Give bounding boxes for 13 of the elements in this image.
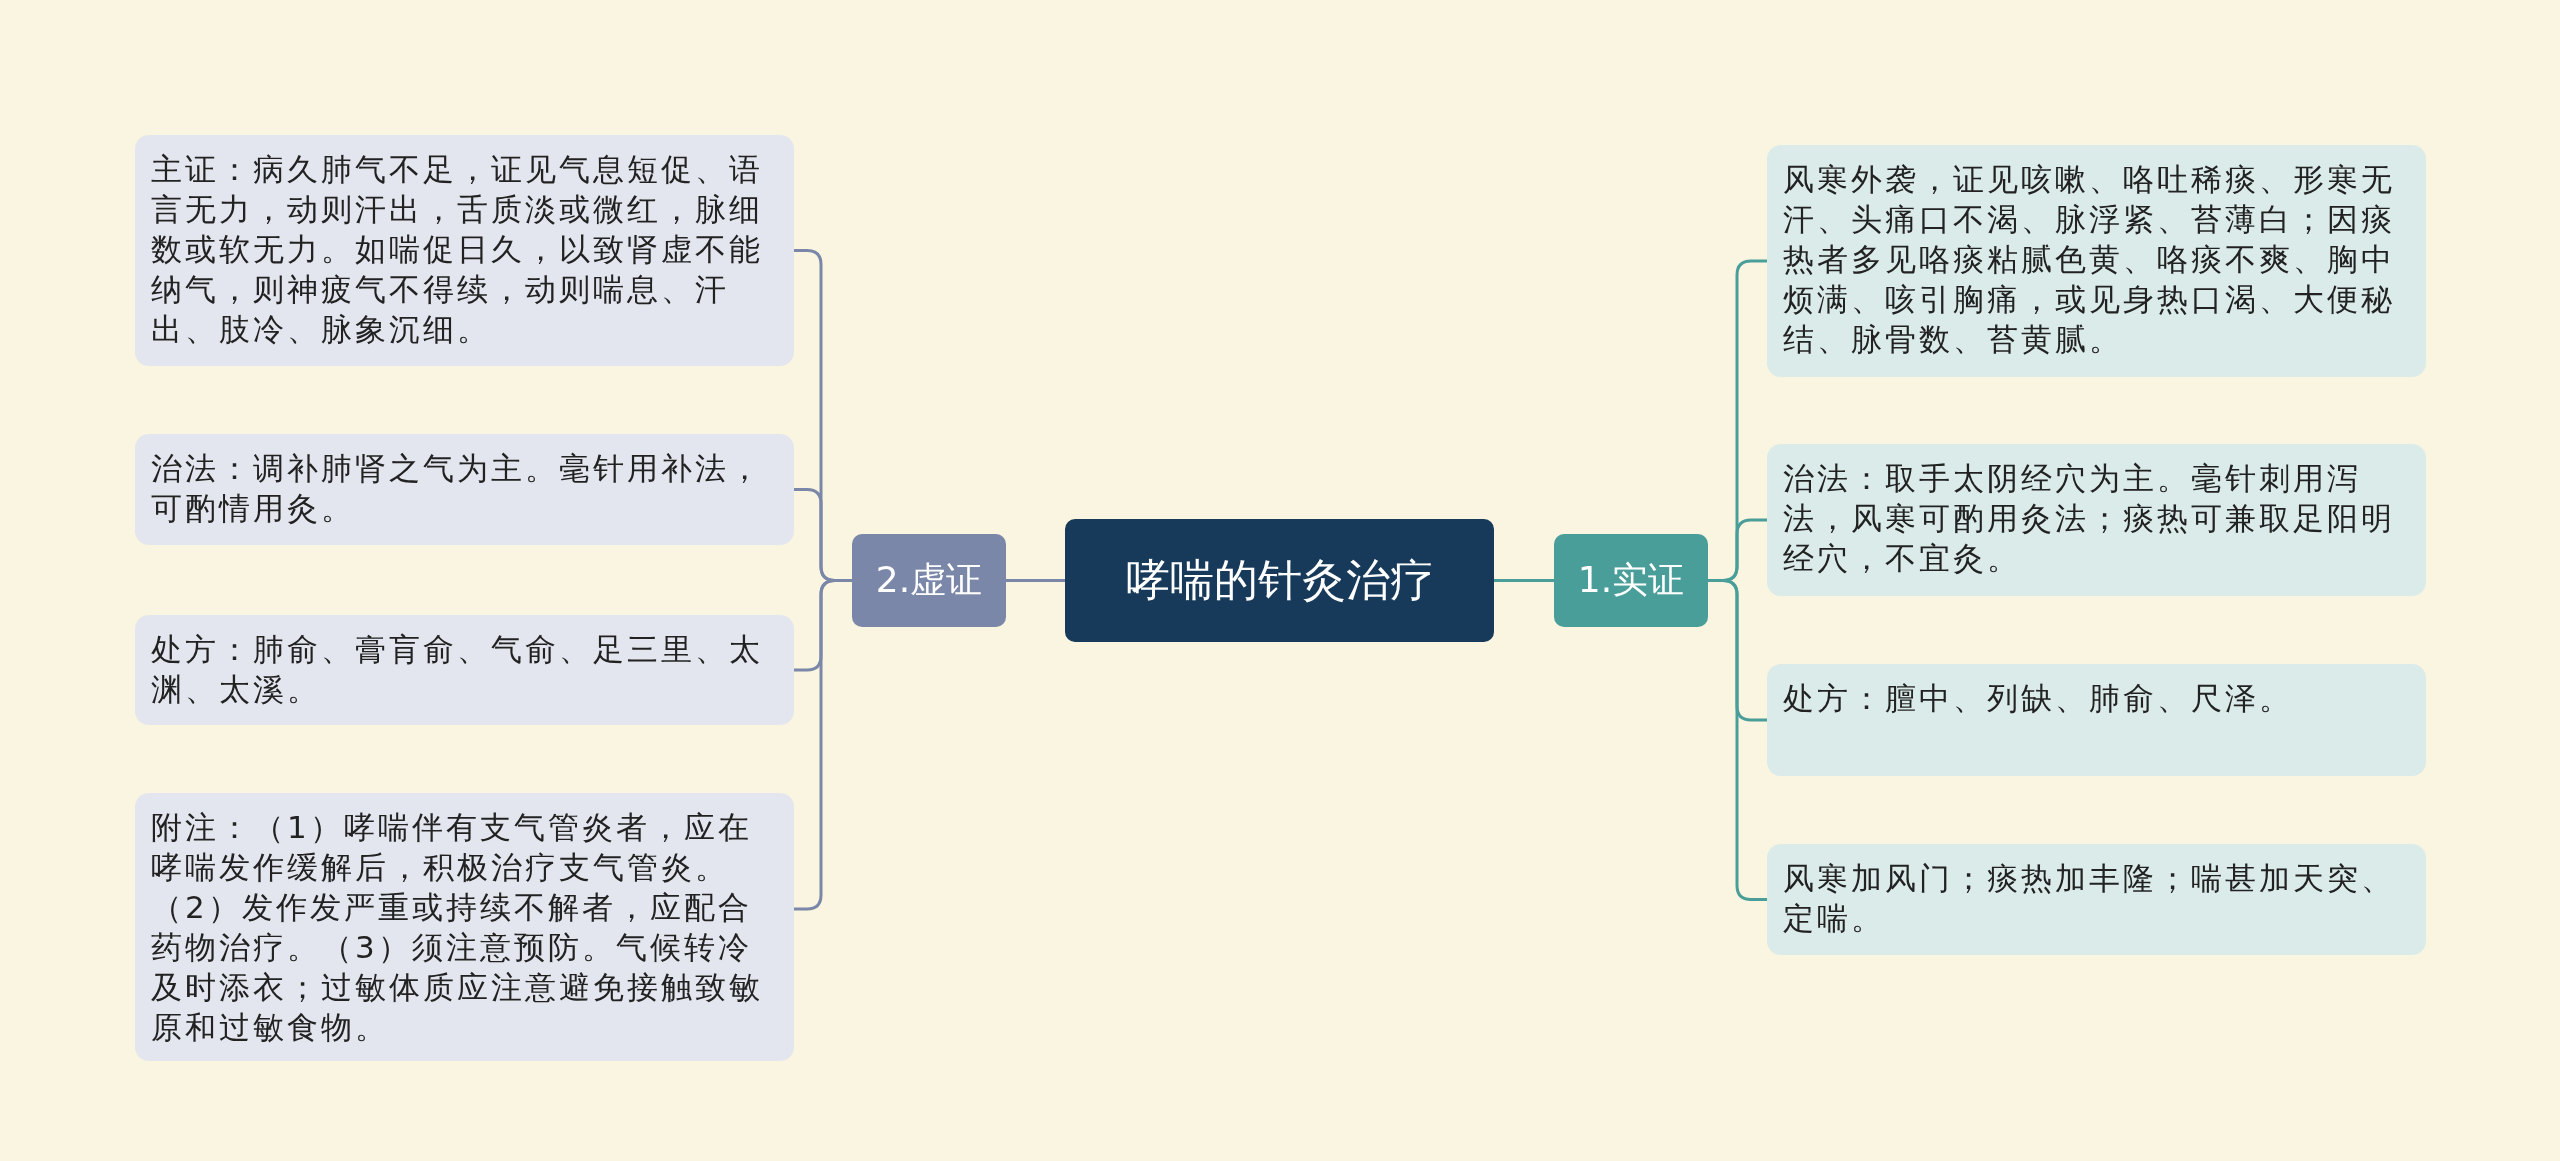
branch-topic-box: 1.实证 [1554, 534, 1708, 627]
root-topic-box: 哮喘的针灸治疗 [1065, 519, 1494, 642]
subtopic-box: 主证：病久肺气不足，证见气息短促、语言无力，动则汗出，舌质淡或微红，脉细数或软无力。如喘促日久，以致肾虚不能纳气，则神疲气不得续，动则喘息、汗出、肢冷、脉象沉细。 [135, 135, 794, 366]
subtopic-box: 治法：取手太阴经穴为主。毫针刺用泻法，风寒可酌用灸法；痰热可兼取足阳明经穴，不宜灸。 [1767, 444, 2426, 596]
subtopic-box: 治法：调补肺肾之气为主。毫针用补法，可酌情用灸。 [135, 434, 794, 545]
subtopic-box: 处方：膻中、列缺、肺俞、尺泽。 [1767, 664, 2426, 776]
connector-line [1006, 579, 1065, 582]
connector-line [1494, 579, 1554, 582]
branch-topic-box: 2.虚证 [852, 534, 1006, 627]
subtopic-box: 处方：肺俞、膏肓俞、气俞、足三里、太渊、太溪。 [135, 615, 794, 725]
subtopic-box: 风寒外袭，证见咳嗽、咯吐稀痰、形寒无汗、头痛口不渴、脉浮紧、苔薄白；因痰热者多见咯痰粘腻色黄、咯痰不爽、胸中烦满、咳引胸痛，或见身热口渴、大便秘结、脉骨数、苔黄腻。 [1767, 145, 2426, 377]
subtopic-box: 附注：（1）哮喘伴有支气管炎者，应在哮喘发作缓解后，积极治疗支气管炎。（2）发作发严重或持续不解者，应配合药物治疗。（3）须注意预防。气候转冷及时添衣；过敏体质应注意避免接触致敏原和过敏食物。 [135, 793, 794, 1061]
subtopic-box: 风寒加风门；痰热加丰隆；喘甚加天突、定喘。 [1767, 844, 2426, 955]
